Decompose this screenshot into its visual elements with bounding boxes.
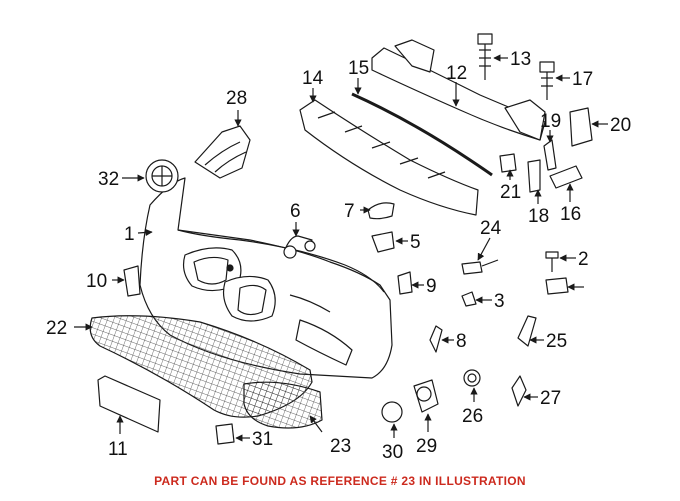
callout-3: 3 — [494, 291, 505, 312]
upper-bracket — [543, 139, 557, 171]
trim-bracket — [511, 375, 527, 407]
leader-1 — [137, 228, 153, 237]
air-duct — [194, 125, 251, 179]
filler-piece — [429, 325, 443, 353]
callout-15: 15 — [348, 58, 369, 79]
callout-12: 12 — [446, 63, 467, 84]
callout-2: 2 — [578, 249, 589, 270]
callout-26: 26 — [462, 406, 483, 427]
side-grille — [243, 381, 323, 429]
small-bracket — [397, 271, 413, 295]
mount-bolt — [539, 61, 555, 100]
callout-10: 10 — [86, 271, 107, 292]
bumper-reinforcement — [371, 39, 546, 141]
energy-absorber — [299, 99, 479, 216]
callout-14: 14 — [302, 68, 324, 89]
callout-31: 31 — [252, 429, 273, 450]
license-plate-bracket — [97, 375, 161, 433]
small-clip — [499, 153, 517, 173]
callout-1: 1 — [124, 224, 135, 245]
sensor-ring — [463, 369, 481, 387]
washer-cover — [367, 202, 395, 220]
buffer-pad — [549, 165, 583, 189]
callout-32: 32 — [98, 169, 119, 190]
end-bracket — [569, 107, 593, 147]
sealing-strip — [351, 92, 493, 177]
callout-18: 18 — [528, 206, 549, 227]
callout-27: 27 — [540, 388, 561, 409]
sensor-bracket — [283, 235, 316, 259]
holder — [527, 159, 541, 193]
callout-16: 16 — [560, 204, 581, 225]
callout-20: 20 — [610, 115, 631, 136]
callout-13: 13 — [510, 49, 531, 70]
callout-8: 8 — [456, 331, 467, 352]
bolt — [545, 251, 559, 272]
bmw-emblem — [145, 159, 179, 193]
callout-29: 29 — [416, 436, 437, 457]
reference-note: PART CAN BE FOUND AS REFERENCE # 23 IN I… — [154, 474, 526, 488]
park-sensor — [413, 379, 439, 413]
long-bolt — [477, 33, 493, 80]
callout-5: 5 — [410, 232, 421, 253]
side-bracket — [123, 265, 141, 297]
callout-19: 19 — [540, 111, 561, 132]
lower-bracket — [215, 423, 235, 445]
callout-23: 23 — [330, 436, 351, 457]
side-strip — [517, 315, 537, 347]
callout-21: 21 — [500, 182, 521, 203]
callout-28: 28 — [226, 88, 247, 109]
leader-23 — [309, 415, 323, 433]
clip-nut — [545, 277, 569, 295]
plug-cap — [381, 401, 403, 423]
callout-22: 22 — [46, 318, 67, 339]
callout-9: 9 — [426, 276, 437, 297]
callout-17: 17 — [572, 69, 593, 90]
temp-sensor — [461, 259, 499, 275]
callout-30: 30 — [382, 442, 403, 463]
callout-24: 24 — [480, 218, 502, 239]
callout-11: 11 — [108, 439, 128, 460]
callout-25: 25 — [546, 331, 567, 352]
callout-7: 7 — [344, 201, 355, 222]
mounting-clip — [371, 231, 395, 253]
callout-6: 6 — [290, 201, 301, 222]
leader-24 — [477, 237, 491, 261]
bracket-clip — [461, 291, 477, 307]
